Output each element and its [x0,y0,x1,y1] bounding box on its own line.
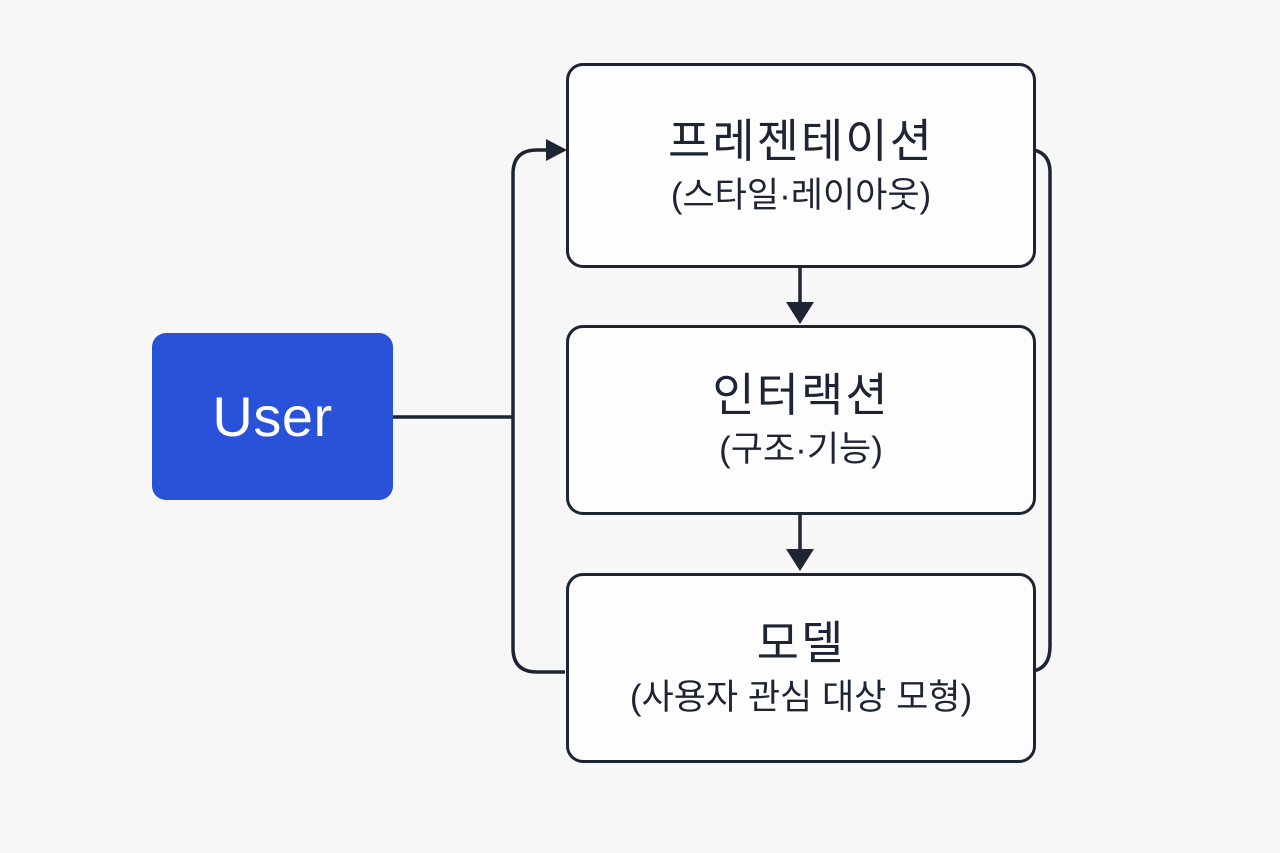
arrowhead-into-interaction [786,302,814,324]
arrowhead-into-model [786,549,814,571]
arrowhead-into-presentation [546,139,567,161]
node-interaction-subtitle: (구조·기능) [719,430,883,470]
edge-user-model-presentation [511,148,565,674]
node-interaction: 인터랙션 (구조·기능) [566,325,1036,515]
node-model: 모델 (사용자 관심 대상 모형) [566,573,1036,763]
edge-presentation-model [1032,148,1052,673]
node-presentation-subtitle: (스타일·레이아웃) [670,175,932,215]
node-presentation: 프레젠테이션 (스타일·레이아웃) [566,63,1036,268]
node-model-subtitle: (사용자 관심 대상 모형) [629,678,973,718]
node-interaction-title: 인터랙션 [712,369,890,422]
node-user: User [152,333,393,500]
node-model-title: 모델 [756,617,846,670]
node-user-label: User [212,385,333,448]
node-presentation-title: 프레젠테이션 [668,114,934,167]
